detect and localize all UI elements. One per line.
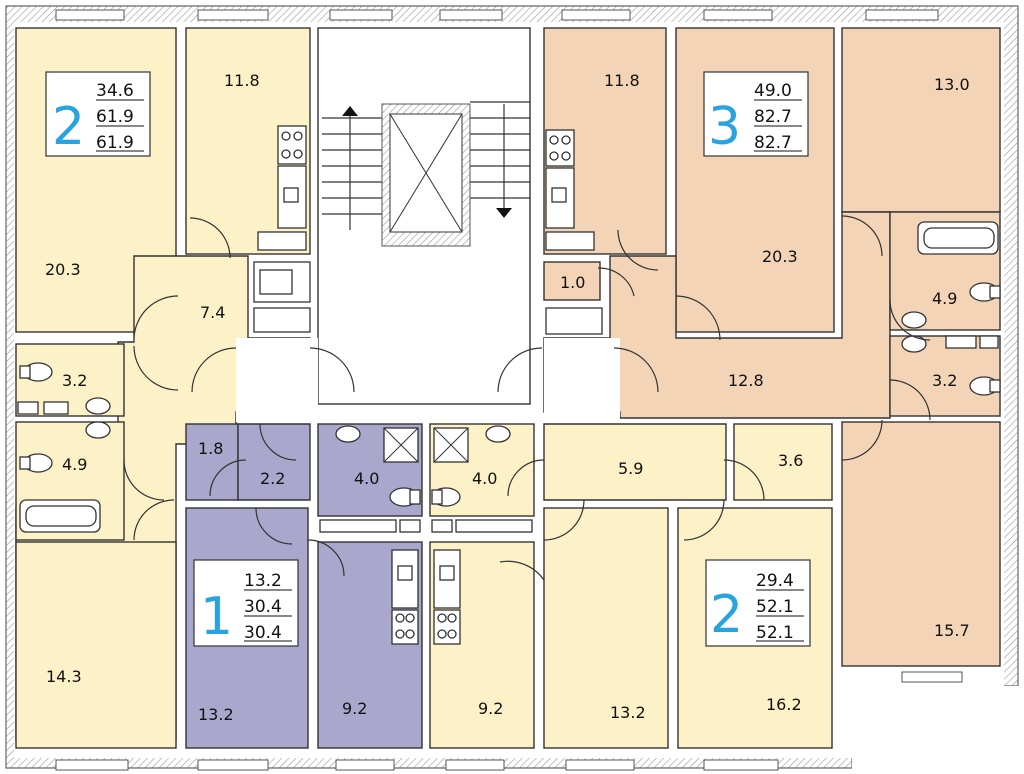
badge-total-area-alt: 30.4 xyxy=(244,623,282,643)
apartment-badge: 3 49.0 82.7 82.7 xyxy=(703,71,809,157)
badge-total-area: 82.7 xyxy=(754,107,792,127)
room-area-label: 5.9 xyxy=(618,459,643,478)
badge-room-count: 3 xyxy=(708,97,741,157)
room-area-label: 2.2 xyxy=(260,469,285,488)
room-area-label: 13.2 xyxy=(610,703,646,722)
apartment-badge: 1 13.2 30.4 30.4 xyxy=(193,559,299,647)
badge-living-area: 49.0 xyxy=(754,81,792,101)
staircase xyxy=(317,27,531,405)
room-area-label: 12.8 xyxy=(728,371,764,390)
badge-room-count: 1 xyxy=(200,587,233,647)
doors xyxy=(123,215,931,581)
apartment-badge: 2 34.6 61.9 61.9 xyxy=(45,71,151,157)
room-area-label: 11.8 xyxy=(224,71,260,90)
windows xyxy=(55,9,963,771)
apartment-2-right xyxy=(429,423,833,749)
apartment-3 xyxy=(543,27,1001,667)
room-area-label: 11.8 xyxy=(604,71,640,90)
room-area-label: 3.2 xyxy=(62,371,87,390)
landing-right xyxy=(544,338,620,422)
room-area-label: 14.3 xyxy=(46,667,82,686)
landing-left xyxy=(236,338,318,422)
room-area-label: 7.4 xyxy=(200,303,225,322)
room-area-label: 1.8 xyxy=(198,439,223,458)
room-labels: 20.3 11.8 7.4 3.2 4.9 14.3 1.8 2.2 4.0 1… xyxy=(45,71,970,724)
badge-total-area: 30.4 xyxy=(244,597,282,617)
room-area-label: 15.7 xyxy=(934,621,970,640)
badge-total-area: 52.1 xyxy=(756,597,794,617)
badge-total-area: 61.9 xyxy=(96,107,134,127)
room-area-label: 16.2 xyxy=(766,695,802,714)
badge-living-area: 13.2 xyxy=(244,571,282,591)
room-area-label: 9.2 xyxy=(478,699,503,718)
badge-living-area: 34.6 xyxy=(96,81,134,101)
corner-cutout xyxy=(852,686,1020,774)
room-area-label: 20.3 xyxy=(45,260,81,279)
room-area-label: 4.9 xyxy=(932,289,957,308)
room-area-label: 13.0 xyxy=(934,75,970,94)
room-area-label: 3.6 xyxy=(778,451,803,470)
room-area-label: 1.0 xyxy=(560,273,585,292)
badge-room-count: 2 xyxy=(52,97,85,157)
badge-total-area-alt: 61.9 xyxy=(96,133,134,153)
room-area-label: 4.9 xyxy=(62,455,87,474)
badge-total-area-alt: 52.1 xyxy=(756,623,794,643)
badge-living-area: 29.4 xyxy=(756,571,794,591)
badge-total-area-alt: 82.7 xyxy=(754,133,792,153)
room-area-label: 13.2 xyxy=(198,705,234,724)
apartment-badge: 2 29.4 52.1 52.1 xyxy=(705,559,811,647)
room-area-label: 4.0 xyxy=(354,469,379,488)
room-area-label: 3.2 xyxy=(932,371,957,390)
room-area-label: 20.3 xyxy=(762,247,798,266)
room-area-label: 4.0 xyxy=(472,469,497,488)
fixtures xyxy=(17,125,1001,645)
room-area-label: 9.2 xyxy=(342,699,367,718)
badge-room-count: 2 xyxy=(710,585,743,645)
